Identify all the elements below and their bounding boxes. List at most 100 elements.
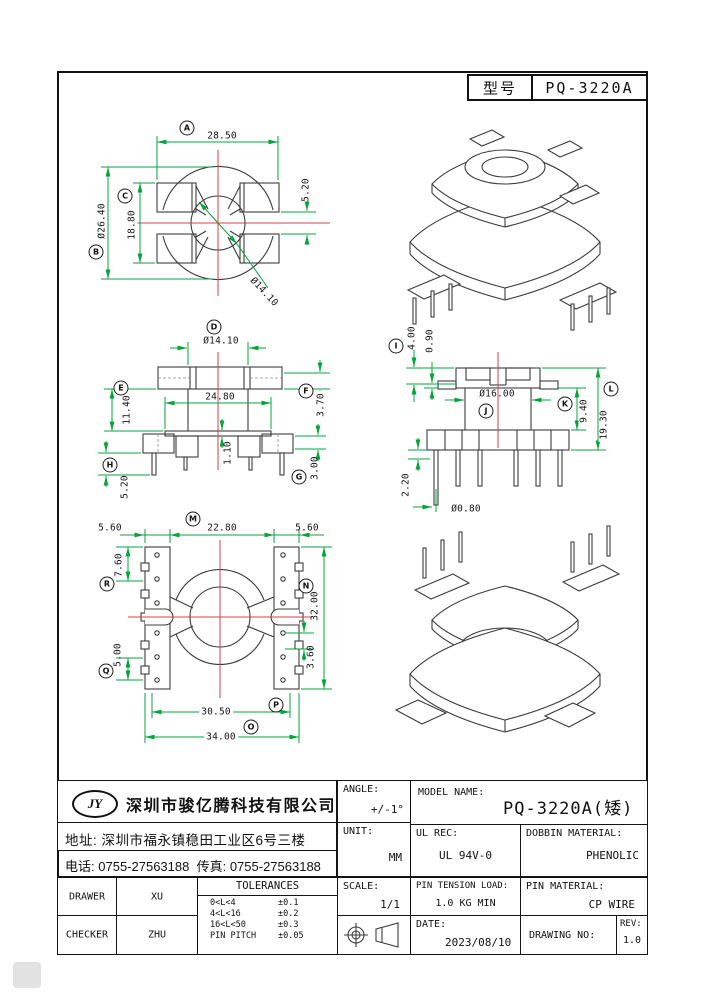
- date-label: DATE:: [416, 919, 447, 930]
- dim-side2-mid: 9.40: [578, 397, 590, 425]
- bobbin-material-label: DOBBIN MATERIAL:: [526, 828, 623, 839]
- angle-cell: ANGLE: +/-1°: [337, 780, 411, 823]
- balloon-b: B: [88, 244, 104, 260]
- dim-bottom-wing-left: 5.60: [98, 522, 122, 534]
- balloon-n: N: [298, 578, 314, 594]
- dim-side-base: 1.10: [222, 441, 234, 465]
- balloon-f: F: [298, 383, 314, 399]
- balloon-r: R: [99, 576, 115, 592]
- pin-tension-cell: PIN TENSION LOAD: 1.0 KG MIN: [410, 877, 521, 916]
- balloon-c: C: [117, 188, 133, 204]
- tolerance-value: ±0.3: [278, 920, 299, 930]
- drawer-label-cell: DRAWER: [57, 877, 117, 916]
- tolerances-cell: TOLERANCES 0<L<4 ±0.1 4<L<16 ±0.2 16<L<5…: [197, 877, 338, 955]
- company-name-cell: JY 深圳市骏亿腾科技有限公司: [57, 780, 337, 823]
- dim-bottom-o: 34.00: [204, 731, 238, 743]
- dim-side2-pin: 2.20: [400, 473, 412, 497]
- dim-side-block: 3.00: [309, 456, 321, 480]
- dim-front-inner: 18.80: [126, 208, 138, 242]
- balloon-k: K: [557, 396, 573, 412]
- type-box-label-cell: 型号: [467, 74, 533, 101]
- balloon-h: H: [102, 457, 118, 473]
- drawer-label: DRAWER: [68, 891, 106, 902]
- type-box-value-cell: PQ-3220A: [531, 74, 648, 101]
- dim-side-flange: 24.80: [205, 391, 235, 403]
- tolerance-value: ±0.2: [278, 909, 299, 919]
- dim-front-od: Ø26.40: [96, 201, 108, 241]
- dim-bottom-wing-right: 5.60: [295, 522, 319, 534]
- dim-side2-step: 0.90: [424, 329, 436, 353]
- rev-value: 1.0: [622, 935, 642, 946]
- checker-value: ZHU: [147, 929, 167, 941]
- drawer-value: XU: [150, 891, 164, 902]
- fax-label: 传真:: [196, 859, 227, 874]
- tolerance-row: 4<L<16: [210, 909, 241, 919]
- scale-label: SCALE:: [343, 881, 380, 892]
- dim-bottom-pitch: 3.60: [305, 645, 317, 669]
- type-value: PQ-3220A: [545, 78, 634, 97]
- angle-label: ANGLE:: [343, 784, 380, 795]
- balloon-j: J: [478, 403, 494, 419]
- bobbin-material-cell: DOBBIN MATERIAL: PHENOLIC: [520, 824, 648, 877]
- phone-label: 电话:: [65, 859, 95, 874]
- model-name-cell: MODEL NAME: PQ-3220A(矮): [410, 780, 648, 825]
- scale-cell: SCALE: 1/1: [337, 877, 411, 916]
- drawing-no-label: DRAWING NO:: [529, 930, 596, 941]
- company-phone-cell: 电话: 0755-27563188 传真: 0755-27563188: [57, 850, 337, 877]
- rev-label: REV:: [620, 919, 642, 929]
- isometric-view-bottom: [394, 525, 621, 733]
- fax-value: 0755-27563188: [229, 859, 321, 874]
- ul-label: UL REC:: [416, 828, 459, 839]
- dim-front-slot: 5.20: [300, 178, 312, 202]
- company-logo: JY: [72, 790, 118, 818]
- side2-view-outline: [426, 367, 570, 506]
- ul-cell: UL REC: UL 94V-0: [410, 824, 521, 877]
- address-label: 地址:: [65, 833, 98, 848]
- checker-value-cell: ZHU: [116, 915, 198, 955]
- balloon-m: M: [185, 511, 201, 527]
- projection-cell: [337, 915, 411, 955]
- pin-material-cell: PIN MATERIAL: CP WIRE: [520, 877, 648, 916]
- pin-material-value: CP WIRE: [588, 898, 635, 911]
- dim-side2-pin-dia: Ø0.80: [451, 503, 481, 515]
- pin-tension-value: 1.0 KG MIN: [435, 898, 496, 909]
- dim-front-width: 28.50: [207, 130, 237, 142]
- model-label: MODEL NAME:: [418, 787, 485, 798]
- balloon-i: I: [388, 338, 404, 354]
- tolerance-row: 0<L<4: [210, 898, 236, 908]
- dim-side-height: 11.40: [121, 395, 133, 425]
- balloon-o: O: [243, 719, 259, 735]
- date-cell: DATE: 2023/08/10: [410, 915, 521, 955]
- model-value: PQ-3220A(矮): [503, 799, 634, 819]
- checker-label: CHECKER: [65, 929, 109, 941]
- side-view-dimensions: [98, 342, 330, 487]
- tolerance-value: ±0.05: [278, 931, 304, 941]
- balloon-g: G: [291, 469, 307, 485]
- dim-side-top: 3.70: [315, 391, 327, 419]
- balloon-p: P: [268, 697, 284, 713]
- tolerances-title: TOLERANCES: [198, 878, 337, 896]
- type-label: 型号: [482, 80, 518, 97]
- checker-label-cell: CHECKER: [57, 915, 117, 955]
- company-address-cell: 地址: 深圳市福永镇稳田工业区6号三楼: [57, 822, 337, 851]
- bottom-view-centerlines: [128, 540, 312, 698]
- phone-value: 0755-27563188: [98, 859, 190, 874]
- company-name: 深圳市骏亿腾科技有限公司: [126, 798, 337, 815]
- dim-bottom-p: 30.50: [199, 706, 233, 718]
- front-view-dimensions: [101, 136, 316, 289]
- unit-value: MM: [388, 851, 402, 864]
- ul-value: UL 94V-0: [439, 849, 492, 862]
- tolerance-value: ±0.1: [278, 898, 299, 908]
- unit-label: UNIT:: [343, 826, 374, 837]
- dim-bottom-n: 32.00: [309, 591, 321, 621]
- pin-tension-label: PIN TENSION LOAD:: [416, 881, 509, 891]
- address-value: 深圳市福永镇稳田工业区6号三楼: [101, 833, 306, 848]
- side2-view-dimensions: [406, 350, 606, 512]
- drawer-value-cell: XU: [116, 877, 198, 916]
- watermark-square: [13, 962, 41, 988]
- dim-side-pin: 5.20: [119, 475, 131, 499]
- date-value: 2023/08/10: [445, 936, 512, 949]
- dim-bottom-q: 5.00: [112, 643, 124, 667]
